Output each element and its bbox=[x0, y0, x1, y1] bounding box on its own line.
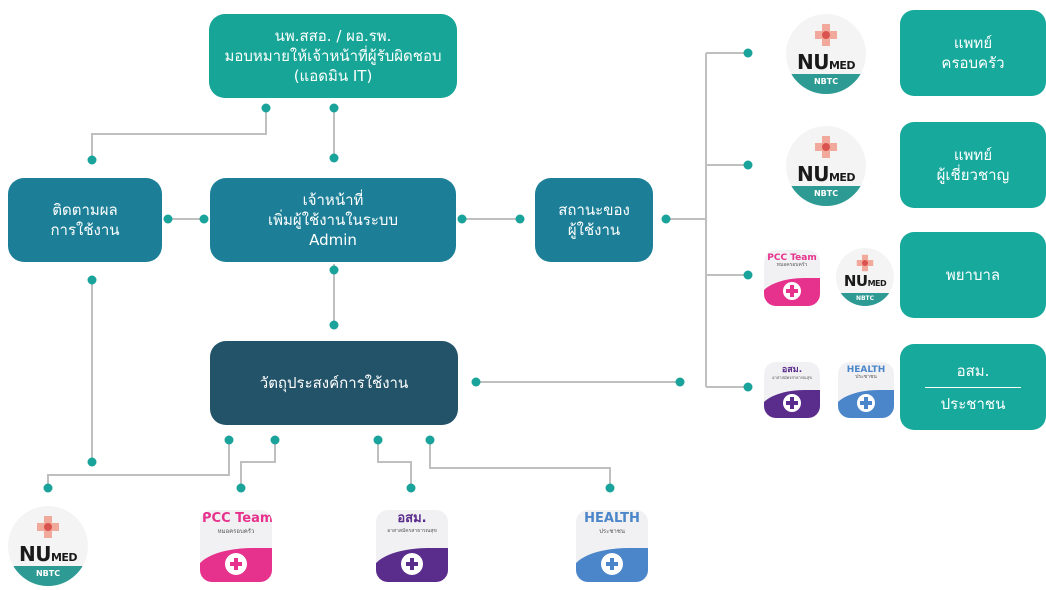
osm-title: อสม. bbox=[781, 365, 803, 375]
health-logo: HEALTH ประชาชน bbox=[838, 362, 894, 418]
staff-add-user-box: เจ้าหน้าที่ เพิ่มผู้ใช้งานในระบบ Admin bbox=[210, 178, 456, 262]
numed-band: NBTC bbox=[8, 566, 88, 586]
plus-heart-icon bbox=[601, 553, 623, 575]
follow-line-1: ติดตามผล bbox=[52, 201, 118, 219]
role-specialist-doctor: แพทย์ ผู้เชี่ยวชาญ bbox=[900, 122, 1046, 208]
osm-title: อสม. bbox=[397, 511, 427, 526]
osm-logo: อสม. อาสาสมัครสาธารณสุข bbox=[376, 510, 448, 582]
plus-heart-icon bbox=[783, 282, 801, 300]
pcc-team-logo: PCC Team หมอครอบครัว bbox=[200, 510, 272, 582]
numed-sub: MED bbox=[828, 59, 856, 72]
medical-cross-icon bbox=[37, 516, 59, 538]
specialist-line-2: ผู้เชี่ยวชาญ bbox=[936, 166, 1010, 184]
numed-main: NU bbox=[18, 542, 51, 566]
nurse-label: พยาบาล bbox=[945, 266, 1001, 284]
numed-logo: NUMED NBTC bbox=[786, 14, 866, 94]
status-line-1: สถานะของ bbox=[558, 201, 630, 219]
head-line-2: มอบหมายให้เจ้าหน้าที่ผู้รับผิดชอบ bbox=[224, 47, 442, 65]
pcc-title: PCC Team bbox=[767, 253, 817, 263]
health-logo: HEALTH ประชาชน bbox=[576, 510, 648, 582]
plus-heart-icon bbox=[857, 394, 875, 412]
purpose-box: วัตถุประสงค์การใช้งาน bbox=[210, 341, 458, 425]
medical-cross-icon bbox=[815, 24, 837, 46]
family-line-2: ครอบครัว bbox=[941, 54, 1005, 72]
plus-heart-icon bbox=[401, 553, 423, 575]
numed-band: NBTC bbox=[786, 74, 866, 94]
health-sub: ประชาชน bbox=[855, 374, 877, 380]
staff-line-2: เพิ่มผู้ใช้งานในระบบ bbox=[268, 211, 398, 229]
osm-sub: อาสาสมัครสาธารณสุข bbox=[387, 528, 437, 534]
head-line-3: (แอดมิน IT) bbox=[293, 67, 373, 85]
role-vhv-public: อสม. ประชาชน bbox=[900, 344, 1046, 430]
health-title: HEALTH bbox=[846, 365, 886, 375]
follow-line-2: การใช้งาน bbox=[50, 221, 120, 239]
pcc-team-logo: PCC Team หมอครอบครัว bbox=[764, 250, 820, 306]
user-status-box: สถานะของ ผู้ใช้งาน bbox=[535, 178, 653, 262]
head-assign-box: นพ.สสอ. / ผอ.รพ. มอบหมายให้เจ้าหน้าที่ผู… bbox=[209, 14, 457, 98]
family-line-1: แพทย์ bbox=[953, 34, 993, 52]
osm-logo: อสม. อาสาสมัครสาธารณสุข bbox=[764, 362, 820, 418]
numed-logo-small: NUMED NBTC bbox=[836, 248, 894, 306]
numed-band: NBTC bbox=[836, 293, 894, 306]
staff-line-3: Admin bbox=[309, 231, 357, 249]
pcc-title: PCC Team bbox=[202, 511, 272, 526]
staff-line-1: เจ้าหน้าที่ bbox=[302, 191, 364, 209]
health-title: HEALTH bbox=[584, 511, 640, 526]
head-line-1: นพ.สสอ. / ผอ.รพ. bbox=[274, 27, 392, 45]
numed-main: NU bbox=[796, 50, 829, 74]
numed-logo: NUMED NBTC bbox=[786, 126, 866, 206]
numed-logo: NUMED NBTC bbox=[8, 506, 88, 586]
plus-heart-icon bbox=[225, 553, 247, 575]
pcc-sub: หมอครอบครัว bbox=[217, 528, 255, 535]
status-line-2: ผู้ใช้งาน bbox=[567, 221, 621, 239]
public-label: ประชาชน bbox=[940, 394, 1006, 413]
role-family-doctor: แพทย์ ครอบครัว bbox=[900, 10, 1046, 96]
purpose-label: วัตถุประสงค์การใช้งาน bbox=[259, 374, 409, 392]
pcc-sub: หมอครอบครัว bbox=[776, 262, 808, 268]
specialist-line-1: แพทย์ bbox=[953, 146, 993, 164]
role-nurse: พยาบาล bbox=[900, 232, 1046, 318]
plus-heart-icon bbox=[783, 394, 801, 412]
numed-main: NU bbox=[843, 272, 868, 290]
medical-cross-icon bbox=[815, 136, 837, 158]
osm-sub: อาสาสมัครสาธารณสุข bbox=[772, 375, 812, 380]
numed-band: NBTC bbox=[786, 186, 866, 206]
numed-sub: MED bbox=[867, 279, 887, 288]
health-sub: ประชาชน bbox=[599, 528, 625, 535]
numed-main: NU bbox=[796, 162, 829, 186]
follow-up-box: ติดตามผล การใช้งาน bbox=[8, 178, 162, 262]
vhv-label: อสม. bbox=[956, 361, 990, 380]
vhv-divider bbox=[925, 386, 1021, 388]
numed-sub: MED bbox=[50, 551, 78, 564]
numed-sub: MED bbox=[828, 171, 856, 184]
medical-cross-icon bbox=[856, 254, 874, 272]
